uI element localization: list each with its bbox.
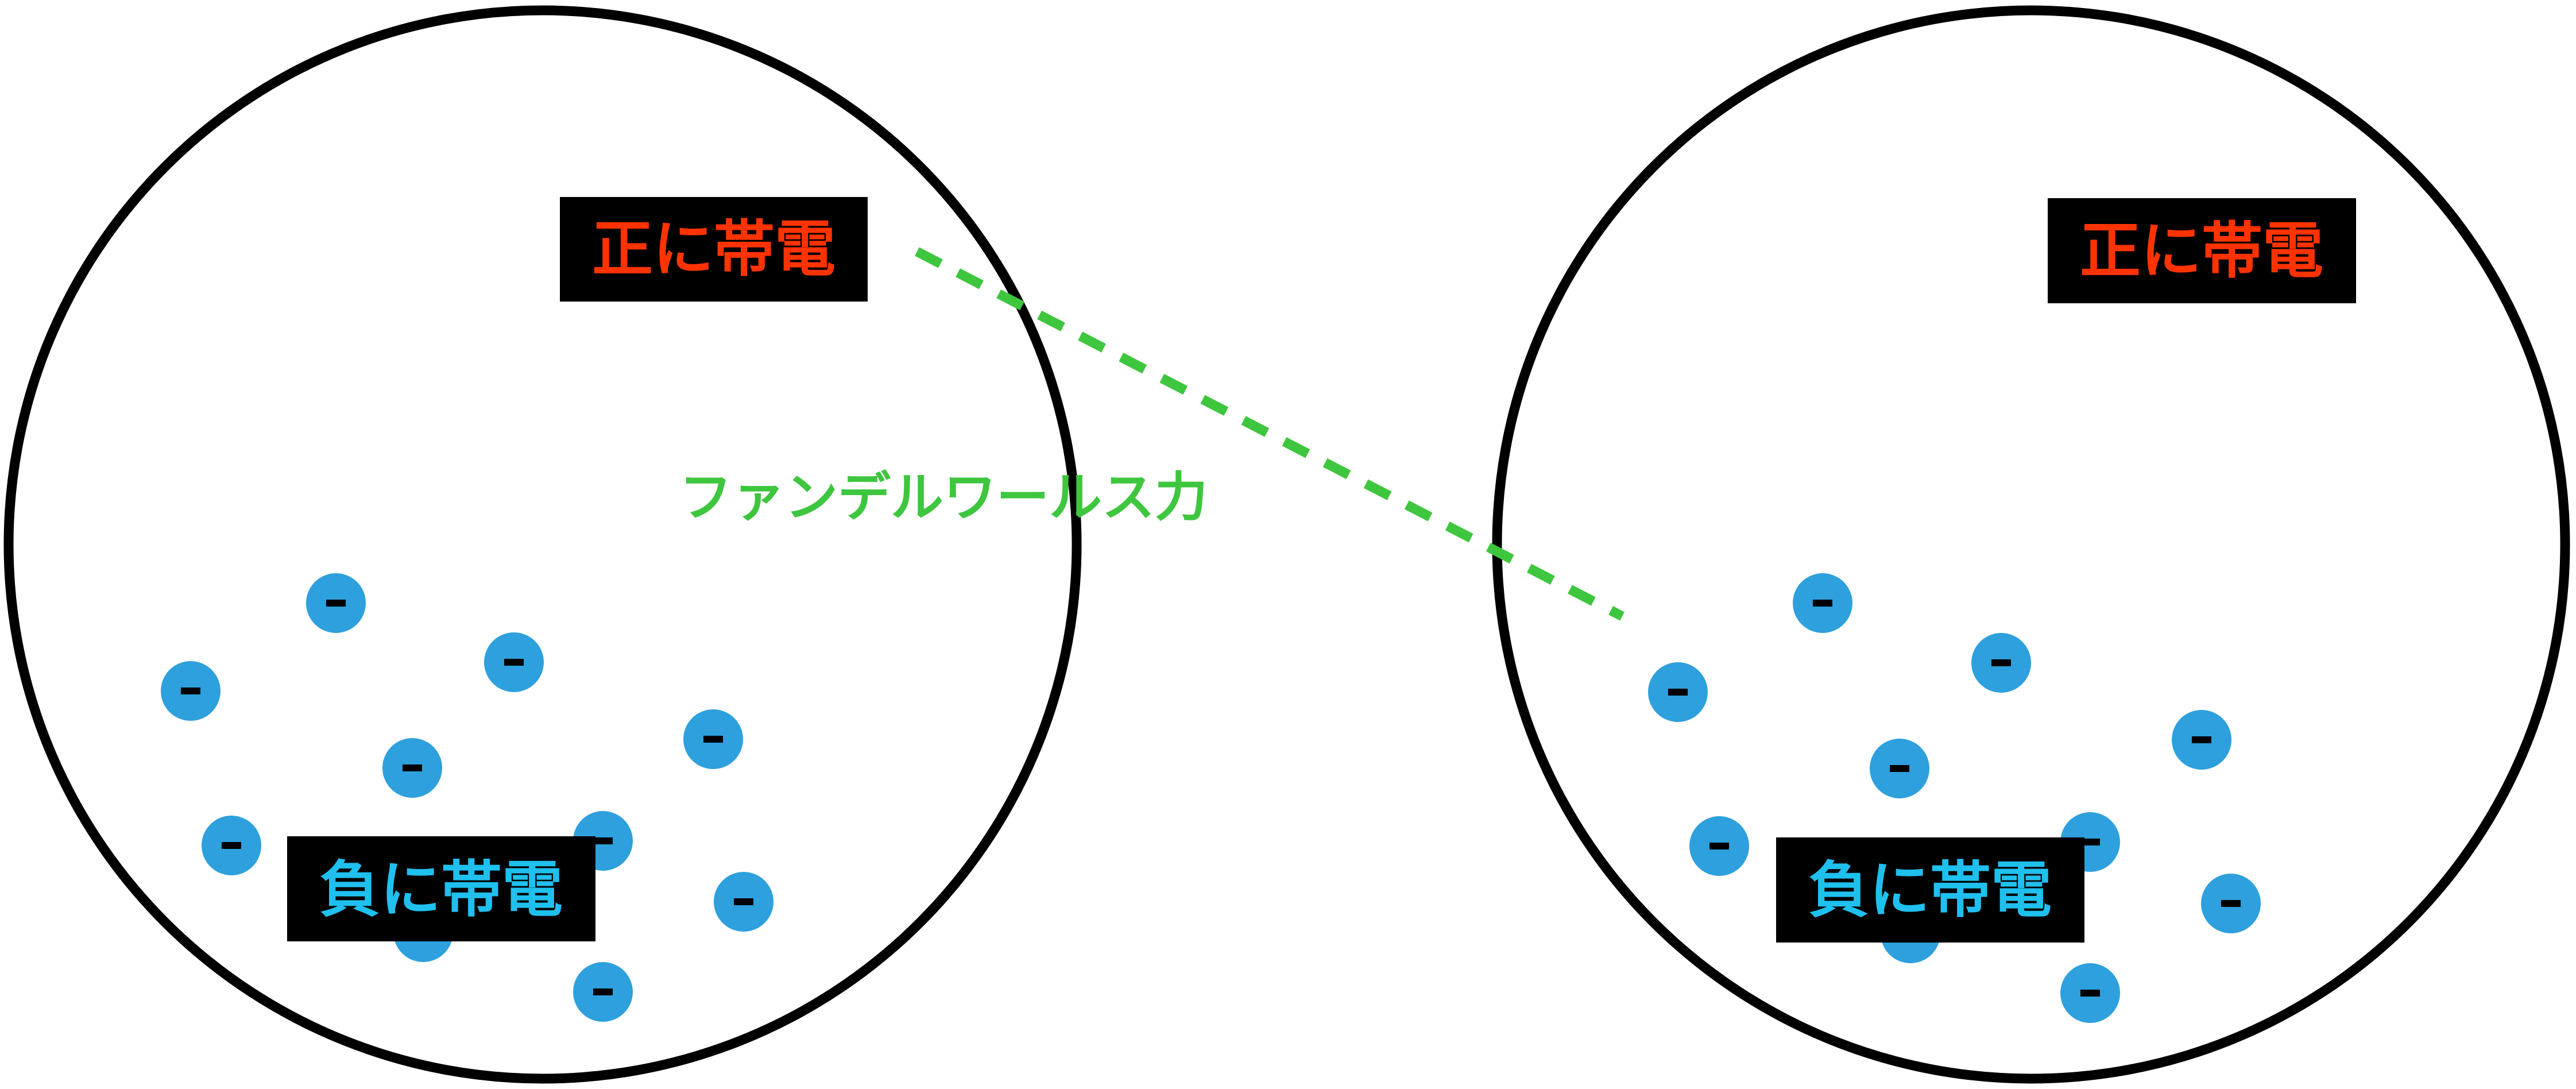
electron-minus <box>2221 900 2241 907</box>
electron <box>202 816 261 875</box>
electron-minus <box>181 688 200 694</box>
electron <box>1870 739 1929 798</box>
positive-label-box <box>2048 198 2356 303</box>
electron <box>484 632 544 692</box>
positive-label-text: 正に帯電 <box>2080 216 2323 287</box>
molecule-left: 正に帯電 負に帯電 <box>3 5 1082 1084</box>
molecule-right: 正に帯電 負に帯電 <box>1492 5 2570 1084</box>
negative-charge-label: 負に帯電 <box>1776 837 2084 943</box>
electron-minus <box>1890 765 1909 772</box>
negative-label-box <box>287 836 595 941</box>
electron-minus <box>403 764 422 771</box>
electron-minus <box>2080 990 2100 997</box>
electron-minus <box>1668 689 1688 696</box>
electron <box>161 661 221 721</box>
electron-minus <box>1991 659 2011 666</box>
electron <box>306 573 366 633</box>
electron-minus <box>1709 843 1729 849</box>
electron <box>1971 633 2031 693</box>
positive-charge-label: 正に帯電 <box>560 197 868 302</box>
electron-minus <box>734 898 753 905</box>
electron-minus <box>326 600 346 607</box>
electron <box>1648 662 1708 722</box>
molecule-left-outline <box>3 5 1082 1084</box>
van-der-waals-force-line <box>915 247 1624 621</box>
electron-minus <box>593 988 613 995</box>
electron <box>2060 963 2120 1023</box>
electron <box>683 709 743 769</box>
electron <box>382 738 442 798</box>
electron <box>714 872 773 932</box>
molecule-right-outline <box>1492 5 2570 1084</box>
electron-minus <box>593 837 613 844</box>
electron-minus <box>222 842 241 849</box>
negative-charge-label: 負に帯電 <box>287 836 595 941</box>
van-der-waals-force-label: ファンデルワールス力 <box>679 467 1208 528</box>
electron <box>2201 874 2261 933</box>
negative-label-text: 負に帯電 <box>319 855 563 925</box>
electron-minus <box>2192 736 2211 743</box>
negative-label-text: 負に帯電 <box>1808 855 2052 926</box>
positive-label-box <box>560 197 868 302</box>
negative-label-box <box>1776 837 2084 943</box>
electron <box>573 962 633 1022</box>
electron <box>1793 573 1852 633</box>
electron <box>1689 816 1749 876</box>
electron-minus <box>504 659 524 666</box>
positive-label-text: 正に帯電 <box>592 214 836 285</box>
electron <box>2172 710 2231 770</box>
electron-minus <box>703 736 723 743</box>
electron-minus <box>2080 839 2100 845</box>
positive-charge-label: 正に帯電 <box>2048 198 2356 303</box>
electron-minus <box>1813 600 1832 607</box>
